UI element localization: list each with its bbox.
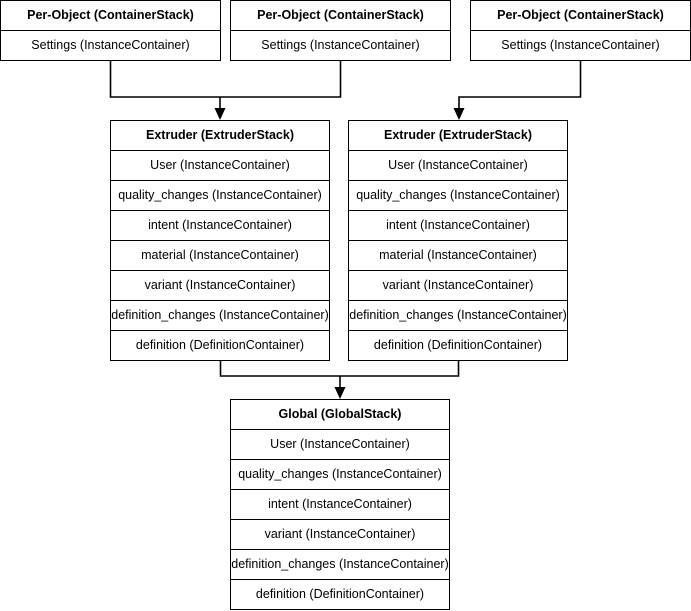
stack-row: quality_changes (InstanceContainer)	[111, 181, 329, 211]
stack-header: Per-Object (ContainerStack)	[471, 1, 690, 31]
edge-extruder-2-to-global	[340, 361, 460, 377]
stack-row: definition (DefinitionContainer)	[255, 587, 425, 601]
stack-row: definition_changes (InstanceContainer)	[111, 301, 329, 331]
stack-row: intent (InstanceContainer)	[231, 490, 449, 520]
arrowhead-extruder-1	[214, 108, 226, 120]
edge-per-object-1-to-extruder-1	[109, 61, 220, 98]
stack-header: Extruder (ExtruderStack)	[349, 121, 567, 151]
stack-box-extruder-2[interactable]: Extruder (ExtruderStack) User (InstanceC…	[348, 120, 568, 361]
stack-row: User (InstanceContainer)	[111, 151, 329, 181]
stack-row: Settings (InstanceContainer)	[261, 38, 420, 52]
stack-row: variant (InstanceContainer)	[111, 271, 329, 301]
stack-header: Per-Object (ContainerStack)	[1, 1, 220, 31]
stack-row: Settings (InstanceContainer)	[31, 38, 190, 52]
edge-per-object-2-to-extruder-1	[220, 61, 342, 98]
stack-row: definition (DefinitionContainer)	[373, 338, 543, 352]
stack-header: Per-Object (ContainerStack)	[231, 1, 450, 31]
stack-row: material (InstanceContainer)	[349, 241, 567, 271]
stack-row: definition_changes (InstanceContainer)	[231, 550, 449, 580]
stack-header: Global (GlobalStack)	[231, 400, 449, 430]
stack-row: intent (InstanceContainer)	[111, 211, 329, 241]
arrowhead-global	[334, 387, 346, 399]
stack-box-per-object-2[interactable]: Per-Object (ContainerStack) Settings (In…	[230, 0, 451, 61]
edge-extruder-1-to-global	[219, 361, 340, 377]
stack-box-global[interactable]: Global (GlobalStack) User (InstanceConta…	[230, 399, 450, 610]
stack-row: definition (DefinitionContainer)	[135, 338, 305, 352]
stack-row: User (InstanceContainer)	[231, 430, 449, 460]
stack-box-extruder-1[interactable]: Extruder (ExtruderStack) User (InstanceC…	[110, 120, 330, 361]
stack-row: Settings (InstanceContainer)	[501, 38, 660, 52]
stack-row: User (InstanceContainer)	[349, 151, 567, 181]
stack-row: material (InstanceContainer)	[111, 241, 329, 271]
stack-row: quality_changes (InstanceContainer)	[231, 460, 449, 490]
stack-header: Extruder (ExtruderStack)	[111, 121, 329, 151]
edge-per-object-3-to-extruder-2	[458, 61, 582, 112]
stack-row: quality_changes (InstanceContainer)	[349, 181, 567, 211]
stack-row: variant (InstanceContainer)	[231, 520, 449, 550]
stack-box-per-object-1[interactable]: Per-Object (ContainerStack) Settings (In…	[0, 0, 221, 61]
stack-row: definition_changes (InstanceContainer)	[349, 301, 567, 331]
stack-row: intent (InstanceContainer)	[349, 211, 567, 241]
stack-box-per-object-3[interactable]: Per-Object (ContainerStack) Settings (In…	[470, 0, 691, 61]
stack-row: variant (InstanceContainer)	[349, 271, 567, 301]
arrowhead-extruder-2	[453, 108, 465, 120]
